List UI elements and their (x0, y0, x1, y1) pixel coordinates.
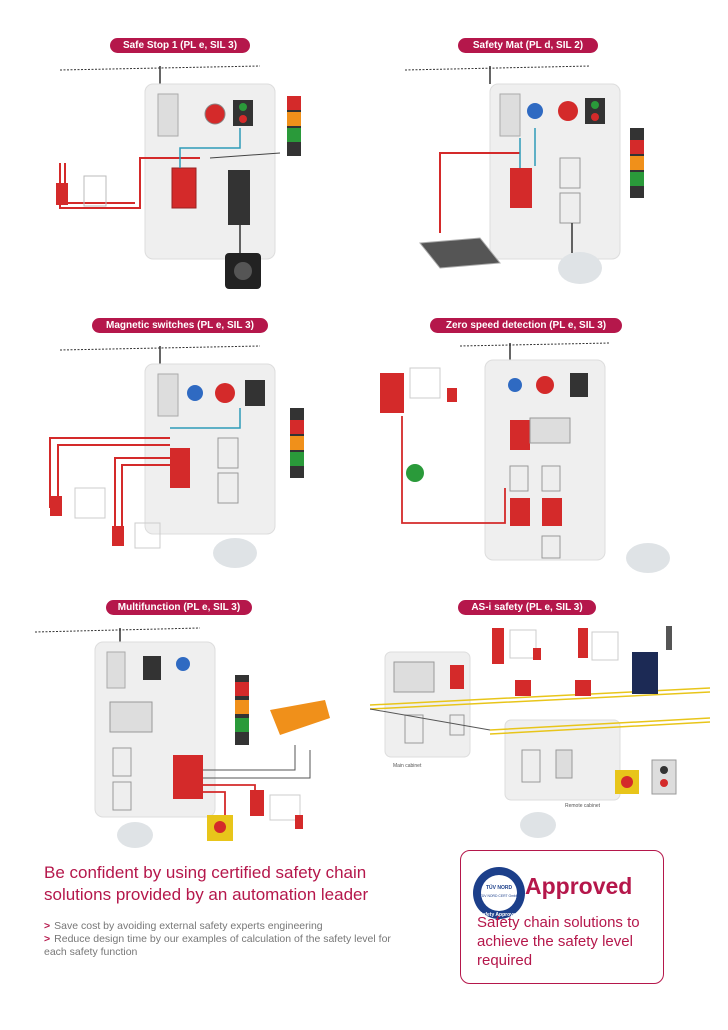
main-heading: Be confident by using certified safety c… (44, 863, 369, 904)
diagram-safe-stop (56, 65, 301, 289)
remote-cabinet-label: Remote cabinet (565, 803, 601, 809)
two-hand-station (270, 700, 330, 735)
approved-badge: TÜV NORD TÜV NORD CERT GmbH Safety Appro… (460, 850, 664, 984)
svg-text:TÜV NORD: TÜV NORD (486, 884, 513, 891)
diagram-multifunction (34, 627, 330, 848)
motor (558, 252, 602, 284)
motor (117, 822, 153, 848)
motor (520, 812, 556, 838)
benefit-list: >Save cost by avoiding external safety e… (44, 920, 404, 959)
badge-text: Safety chain solutions to achieve the sa… (477, 914, 640, 969)
controller (529, 417, 571, 444)
start-button-icon (406, 464, 424, 482)
safety-relay (171, 167, 197, 209)
section-label-multifunction: Multifunction (PL e, SIL 3) (106, 600, 252, 615)
power-supply (499, 93, 521, 137)
start-stop-pushbutton (585, 98, 605, 124)
guard-switch (380, 373, 404, 413)
section-label-asi-safety: AS-i safety (PL e, SIL 3) (458, 600, 596, 615)
asi-module (632, 652, 658, 694)
power-supply (157, 373, 179, 417)
emergency-stop-icon (204, 103, 226, 125)
sensor (666, 626, 672, 650)
safety-relay (510, 168, 532, 208)
contactor (559, 157, 581, 189)
list-item: >Save cost by avoiding external safety e… (44, 920, 323, 932)
diagram-asi-safety (370, 626, 710, 838)
diagram-zero-speed (380, 342, 670, 573)
start-stop-pushbutton (233, 100, 253, 126)
section-label-safe-stop: Safe Stop 1 (PL e, SIL 3) (110, 38, 250, 53)
drive (228, 170, 250, 225)
pushbutton-box (651, 759, 677, 795)
contactor (559, 192, 581, 224)
cabinet (489, 83, 621, 260)
svg-text:TÜV NORD CERT GmbH: TÜV NORD CERT GmbH (480, 894, 519, 898)
reset-button-icon (527, 103, 543, 119)
motor (626, 543, 670, 573)
diagram-safety-mat (404, 65, 644, 284)
safety-mat (419, 237, 501, 269)
tuv-safety-seal: TÜV NORD TÜV NORD CERT GmbH Safety Appro… (473, 867, 525, 919)
safety-controller (173, 755, 203, 799)
guard-switch (492, 628, 504, 664)
safety-relay (170, 448, 190, 488)
section-label-safety-mat: Safety Mat (PL d, SIL 2) (458, 38, 598, 53)
approved-title: Approved (525, 873, 633, 899)
safety-relay (510, 420, 530, 450)
section-label-magnetic-switches: Magnetic switches (PL e, SIL 3) (92, 318, 268, 333)
diagram-magnetic-switches (49, 345, 304, 568)
controller (109, 701, 153, 733)
section-label-zero-speed: Zero speed detection (PL e, SIL 3) (430, 318, 622, 333)
magnetic-switch (56, 183, 68, 205)
main-cabinet-label: Main cabinet (393, 763, 422, 769)
emergency-stop-icon (558, 101, 578, 121)
power-supply (157, 93, 179, 137)
svg-text:Safety Approved: Safety Approved (479, 912, 519, 918)
motor (213, 538, 257, 568)
list-item: >Reduce design time by our examples of c… (44, 933, 391, 958)
